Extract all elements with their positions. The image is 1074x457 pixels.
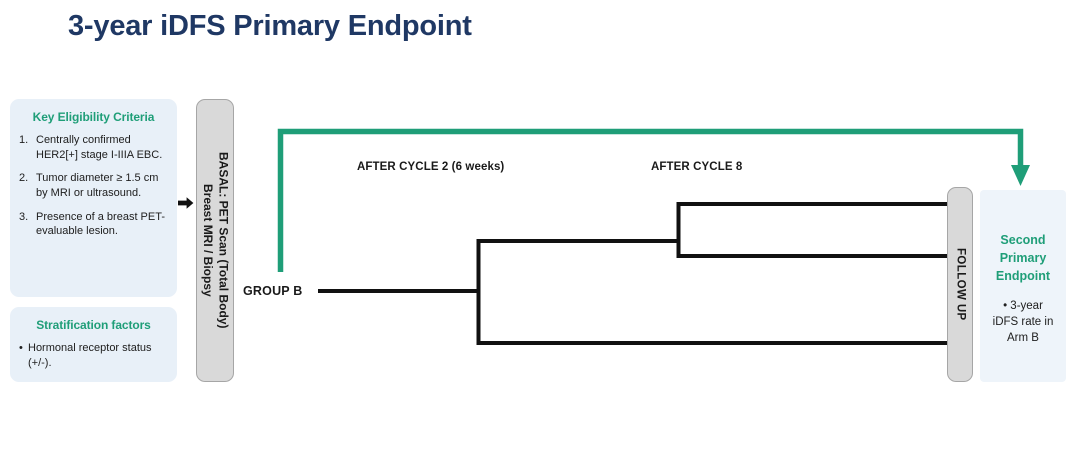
basal-assessment-box: BASAL: PET Scan (Total Body) Breast MRI … (196, 99, 234, 382)
second-primary-endpoint-panel: Second Primary Endpoint • 3-year iDFS ra… (980, 190, 1066, 382)
eligibility-heading: Key Eligibility Criteria (32, 110, 155, 124)
list-item-number: 3. (19, 210, 29, 223)
bullet-icon: • (19, 342, 23, 354)
stage-label-after-cycle-8: AFTER CYCLE 8 (651, 161, 743, 173)
right-arrow-icon (178, 197, 194, 209)
list-item-text: Presence of a breast PET-evaluable lesio… (36, 210, 166, 238)
eligibility-list: 1. Centrally confirmed HER2[+] stage I-I… (19, 133, 168, 239)
stratification-heading: Stratification factors (36, 318, 151, 332)
list-item: 3. Presence of a breast PET-evaluable le… (19, 210, 168, 239)
list-item-text: Hormonal receptor status (+/-). (28, 342, 152, 369)
treatment-branch-lines (318, 202, 949, 345)
list-item: 2. Tumor diameter ≥ 1.5 cm by MRI or ult… (19, 171, 168, 200)
follow-up-box: FOLLOW UP (947, 187, 973, 382)
list-item: 1. Centrally confirmed HER2[+] stage I-I… (19, 133, 168, 162)
stage-label-after-cycle-2: AFTER CYCLE 2 (6 weeks) (357, 161, 505, 173)
stratification-factors-panel: Stratification factors • Hormonal recept… (10, 307, 177, 382)
endpoint-body: • 3-year iDFS rate in Arm B (992, 300, 1054, 344)
follow-up-box-label: FOLLOW UP (954, 248, 967, 321)
list-item: • Hormonal receptor status (+/-). (19, 341, 168, 370)
green-endpoint-path (277, 128, 1030, 272)
basal-box-label: BASAL: PET Scan (Total Body) Breast MRI … (201, 152, 231, 329)
group-b-label: GROUP B (243, 284, 303, 298)
list-item-number: 1. (19, 134, 29, 146)
list-item-text: Tumor diameter ≥ 1.5 cm by MRI or ultras… (36, 172, 159, 199)
endpoint-heading: Second Primary Endpoint (995, 233, 1051, 283)
key-eligibility-criteria-panel: Key Eligibility Criteria 1. Centrally co… (10, 99, 177, 297)
list-item-number: 2. (19, 172, 29, 185)
page-title: 3-year iDFS Primary Endpoint (68, 10, 472, 42)
list-item-text: Centrally confirmed HER2[+] stage I-IIIA… (36, 134, 163, 161)
